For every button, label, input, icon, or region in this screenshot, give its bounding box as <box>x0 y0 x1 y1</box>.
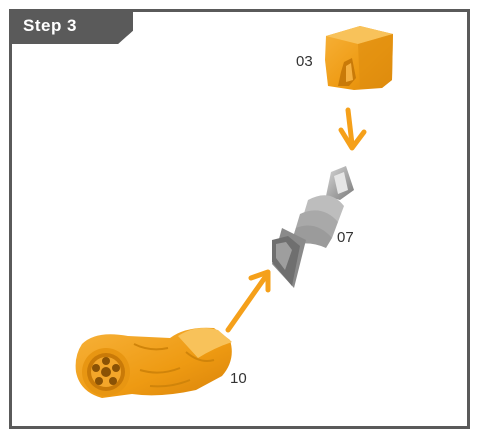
arrow-10-to-07 <box>228 272 268 330</box>
part-07-shape <box>272 166 354 288</box>
part-label-10: 10 <box>230 370 247 388</box>
part-10-shape <box>76 328 232 398</box>
part-label-07: 07 <box>337 229 354 247</box>
part-03-shape <box>325 26 393 90</box>
assembly-illustration <box>0 0 479 418</box>
part-label-03: 03 <box>296 53 313 71</box>
arrow-03-to-07 <box>341 110 364 148</box>
